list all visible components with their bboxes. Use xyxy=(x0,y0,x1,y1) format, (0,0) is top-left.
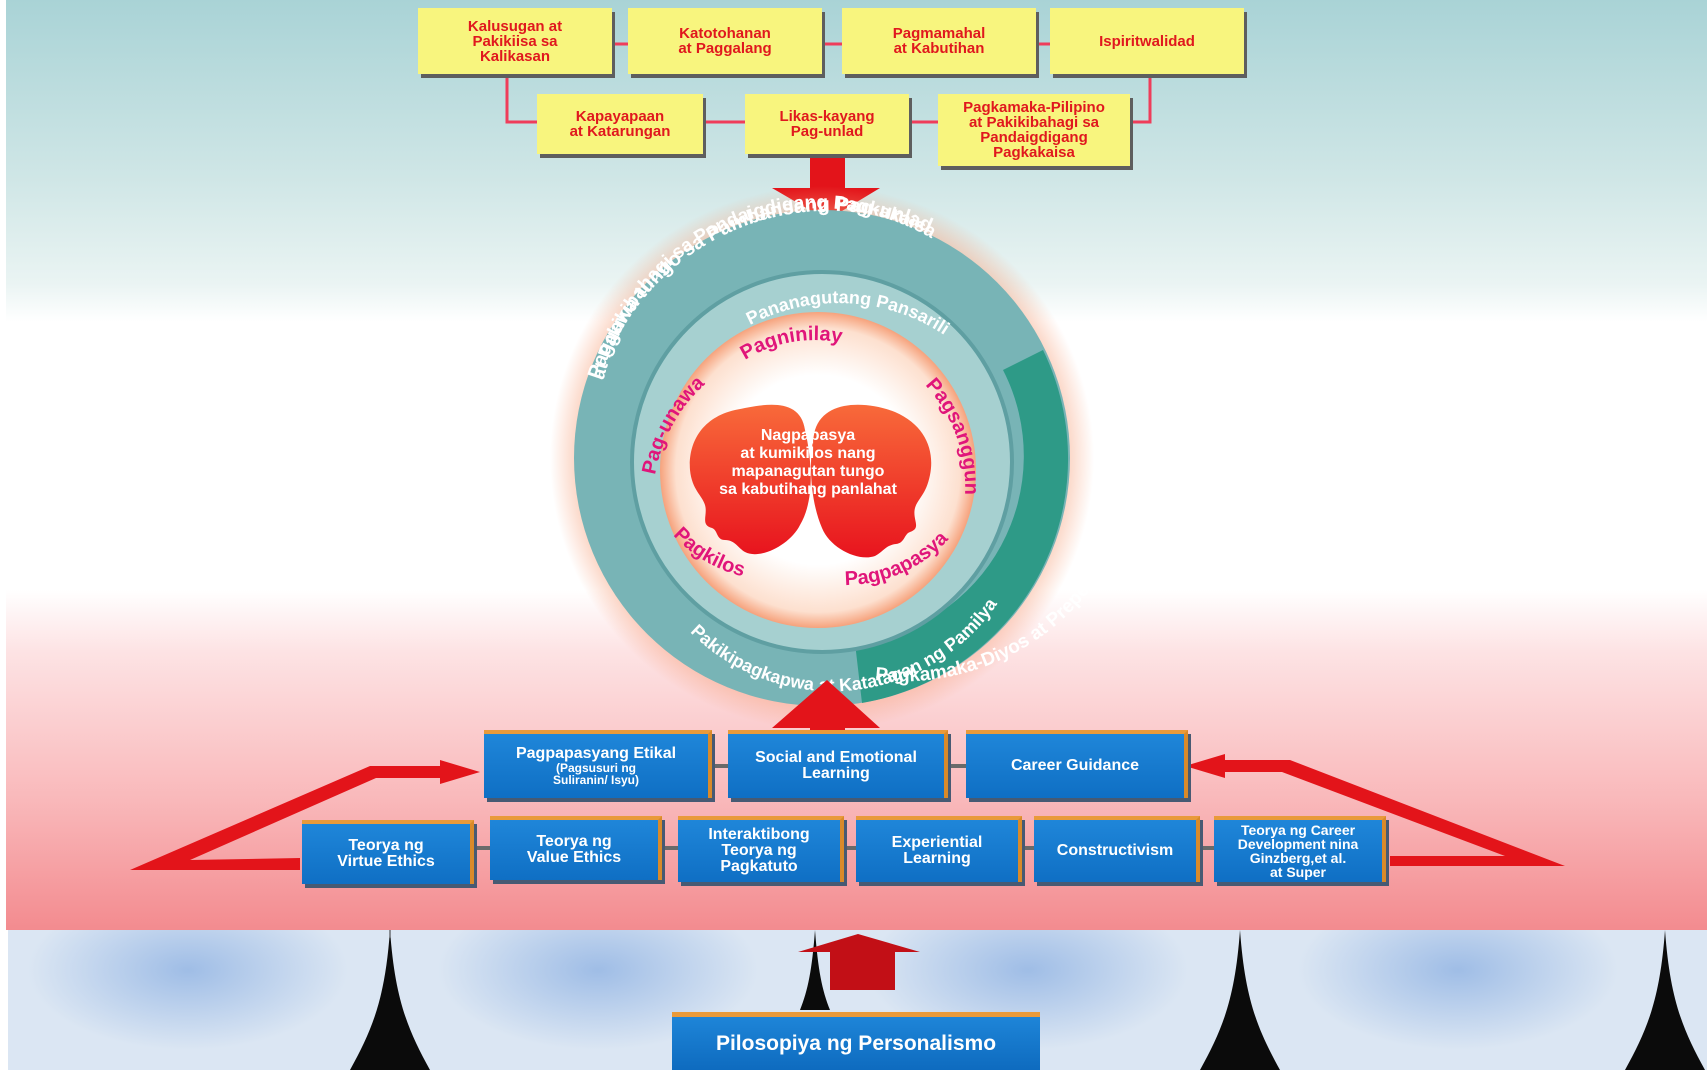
value-box-kapayapaan: Kapayapaan at Katarungan xyxy=(537,94,703,154)
theory-box-value-ethics: Teorya ng Value Ethics xyxy=(490,816,662,880)
theory-box-virtue-ethics: Teorya ng Virtue Ethics xyxy=(302,820,474,884)
approach-box-social-emotional: Social and Emotional Learning xyxy=(728,730,948,798)
value-box-pagmamahal: Pagmamahal at Kabutihan xyxy=(842,8,1036,74)
top-connector-lines xyxy=(505,42,1152,124)
center-text-line3: mapanagutan tungo xyxy=(732,463,885,480)
theory-box-constructivism: Constructivism xyxy=(1034,816,1200,882)
middle-ring-border xyxy=(630,270,1014,654)
two-heads-icon xyxy=(689,404,932,558)
value-box-katotohanan: Katotohanan at Paggalang xyxy=(628,8,822,74)
theory-box-interaktibong: Interaktibong Teorya ng Pagkatuto xyxy=(678,816,844,882)
value-box-kalusugan: Kalusugan at Pakikiisa sa Kalikasan xyxy=(418,8,612,74)
foundation-label: Pilosopiya ng Personalismo xyxy=(715,1031,997,1055)
center-text-line2: at kumikilos nang xyxy=(740,445,875,462)
value-box-pagkamaka-pilipino: Pagkamaka-Pilipino at Pakikibahagi sa Pa… xyxy=(938,94,1130,166)
center-text-line1: Nagpapasya xyxy=(761,427,855,444)
theory-title: Interaktibong Teorya ng Pagkatuto xyxy=(708,826,810,875)
approach-subtitle: (Pagsusuri ng Suliranin/ Isyu) xyxy=(552,761,639,787)
foundation-spikes xyxy=(350,930,1705,1070)
right-side-arrow-icon xyxy=(1185,754,1565,866)
approach-box-career-guidance: Career Guidance xyxy=(966,730,1188,798)
theory-box-experiential: Experiential Learning xyxy=(856,816,1022,882)
theory-title: Teorya ng Value Ethics xyxy=(526,833,622,866)
outer-ring-green-segment xyxy=(855,350,1069,703)
left-side-arrow-icon xyxy=(130,760,480,870)
theory-box-career-development: Teorya ng Career Development nina Ginzbe… xyxy=(1214,816,1386,882)
center-text-line4: sa kabutihang panlahat xyxy=(719,481,897,498)
approach-box-pagpapasyang-etikal: Pagpapasyang Etikal (Pagsusuri ng Sulira… xyxy=(484,730,712,798)
theory-title: Experiential Learning xyxy=(891,834,983,867)
value-box-likas-kayang: Likas-kayang Pag-unlad xyxy=(745,94,909,154)
value-box-ispiritwalidad: Ispiritwalidad xyxy=(1050,8,1244,74)
theory-title: Teorya ng Career Development nina Ginzbe… xyxy=(1237,822,1359,880)
foundation-box: Pilosopiya ng Personalismo xyxy=(672,1012,1040,1070)
foundation-arrow-up-icon xyxy=(798,934,920,990)
theory-title: Teorya ng Virtue Ethics xyxy=(337,837,435,870)
approach-title: Career Guidance xyxy=(1010,757,1140,774)
theory-title: Constructivism xyxy=(1056,842,1174,859)
arrow-up-icon xyxy=(772,680,880,738)
approach-title: Pagpapasyang Etikal xyxy=(515,745,677,762)
approach-connectors xyxy=(472,764,1214,850)
approach-title: Social and Emotional Learning xyxy=(755,749,917,782)
